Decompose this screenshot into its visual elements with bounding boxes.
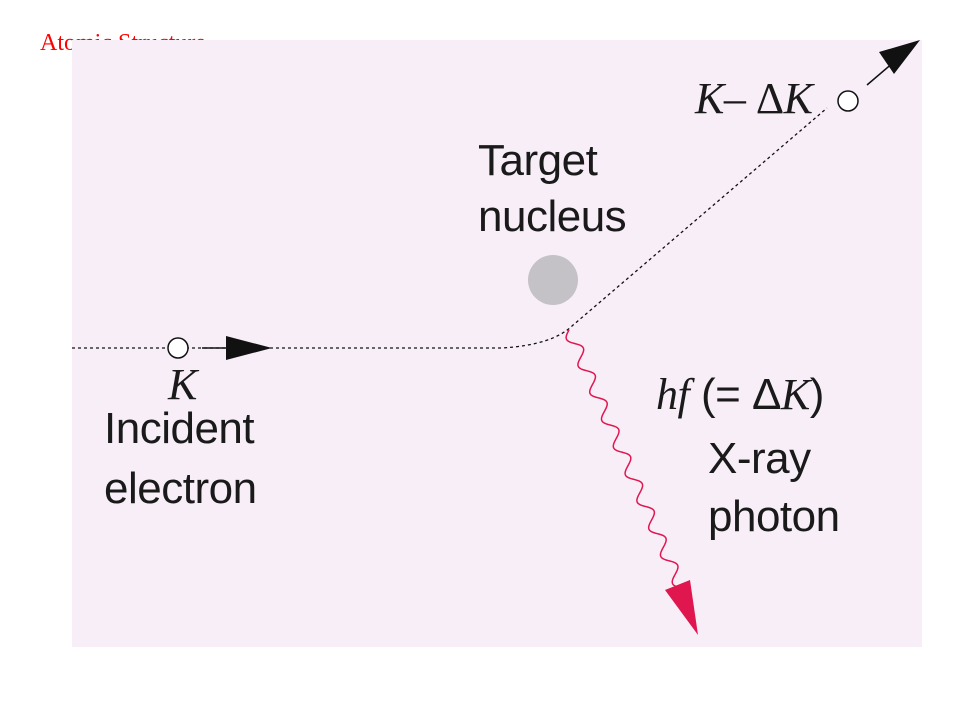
incident-energy-k: K [168, 360, 197, 409]
target-label-line1: Target [478, 136, 598, 185]
photon-wave [565, 329, 682, 589]
target-label-line2: nucleus [478, 192, 627, 241]
incident-label-line2: electron [104, 464, 257, 513]
photon-hf: hf [656, 370, 690, 419]
scattered-arrowhead-icon [879, 40, 920, 74]
photon-arrowhead-icon [665, 580, 698, 635]
scattered-energy-k: K [695, 74, 724, 123]
incident-arrowhead-icon [226, 336, 272, 360]
photon-eq-close: ) [809, 370, 825, 419]
photon-label-line2: photon [708, 492, 840, 541]
panel-background [72, 40, 922, 647]
photon-label-line1: X-ray [708, 434, 811, 483]
scattered-energy-k2: K [783, 74, 813, 123]
scattered-energy-minus-delta: – Δ [723, 74, 784, 123]
scattered-energy-label: K– ΔK [695, 74, 813, 124]
photon-energy-label: hf (= ΔK) [656, 370, 824, 420]
target-nucleus [528, 255, 578, 305]
bremsstrahlung-diagram [72, 40, 922, 647]
photon-eq-open: (= Δ [689, 370, 781, 419]
diagram-panel: K– ΔK Target nucleus K Incident electron… [72, 40, 922, 647]
incident-label-line1: Incident [104, 404, 255, 453]
photon-eq-k: K [780, 370, 810, 419]
scattered-electron-icon [837, 90, 859, 112]
incident-electron-icon [167, 337, 189, 359]
